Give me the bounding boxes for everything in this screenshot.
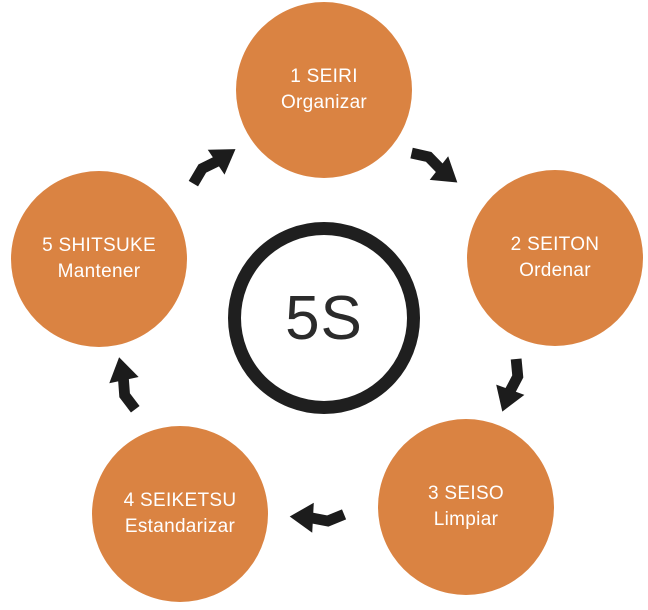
node-subtitle: Organizar xyxy=(280,92,368,113)
node-shitsuke: 5 SHITSUKE Mantener xyxy=(11,171,187,347)
node-title: 3 SEISO xyxy=(427,483,505,504)
center-label: 5S xyxy=(285,283,363,353)
node-seiso: 3 SEISO Limpiar xyxy=(378,419,554,595)
node-title: 1 SEIRI xyxy=(290,66,358,87)
node-seiketsu: 4 SEIKETSU Estandarizar xyxy=(92,426,268,602)
node-seiri: 1 SEIRI Organizar xyxy=(236,2,412,178)
node-title: 5 SHITSUKE xyxy=(42,235,156,256)
node-title: 2 SEITON xyxy=(510,234,600,255)
arrow-seiketsu-to-shitsuke-icon xyxy=(109,357,140,413)
center-circle: 5S xyxy=(228,222,420,414)
node-subtitle: Limpiar xyxy=(433,509,499,530)
node-seiton: 2 SEITON Ordenar xyxy=(467,170,643,346)
arrow-seiton-to-seiso-icon xyxy=(496,358,525,412)
arrow-shitsuke-to-seiri-icon xyxy=(188,149,236,187)
node-subtitle: Estandarizar xyxy=(124,516,236,537)
arrow-seiri-to-seiton-icon xyxy=(410,147,458,183)
arrow-seiso-to-seiketsu-icon xyxy=(289,502,347,533)
node-subtitle: Ordenar xyxy=(519,260,591,281)
node-subtitle: Mantener xyxy=(57,261,141,282)
node-title: 4 SEIKETSU xyxy=(123,490,237,511)
